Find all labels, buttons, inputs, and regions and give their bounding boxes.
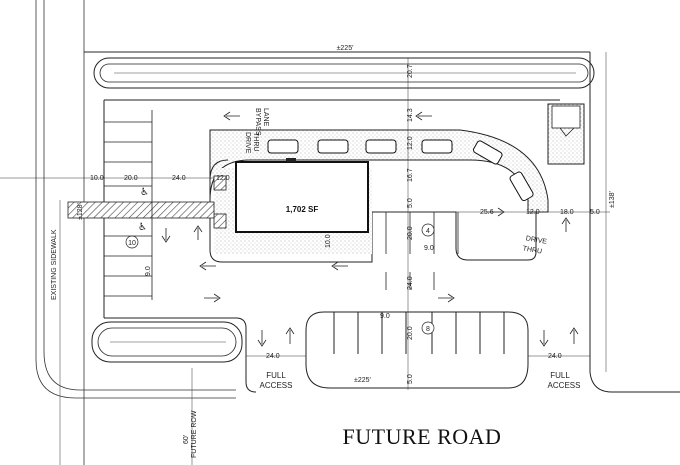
- svg-text:±225': ±225': [337, 45, 354, 52]
- building: 1,702 SF: [213, 158, 372, 254]
- parking-count-markers: 10 4 8: [125, 223, 435, 335]
- lane-labels: BYPASS LANE DRIVE THRU DRIVE THRU: [244, 108, 548, 256]
- svg-text:18.0: 18.0: [560, 209, 574, 216]
- svg-text:24.0: 24.0: [172, 175, 186, 182]
- svg-text:20.0: 20.0: [407, 226, 414, 240]
- svg-text:20.0: 20.0: [124, 175, 138, 182]
- svg-text:5.0: 5.0: [407, 374, 414, 384]
- svg-text:DRIVE: DRIVE: [244, 132, 251, 154]
- svg-text:10.0: 10.0: [325, 234, 332, 248]
- building-area-label: 1,702 SF: [286, 205, 319, 214]
- svg-text:16.7: 16.7: [407, 168, 414, 182]
- crosswalk: [67, 201, 215, 219]
- center-bottom-island: [305, 311, 529, 389]
- svg-text:14.3: 14.3: [407, 108, 414, 122]
- svg-text:THRU: THRU: [522, 245, 542, 255]
- svg-text:±128': ±128': [77, 203, 84, 220]
- dumpster-enclosure: [547, 103, 585, 165]
- svg-text:24.0: 24.0: [407, 276, 414, 290]
- svg-text:25.6: 25.6: [480, 209, 494, 216]
- svg-text:BYPASS: BYPASS: [254, 108, 261, 136]
- svg-text:4: 4: [426, 228, 430, 235]
- svg-text:FULL: FULL: [550, 371, 570, 380]
- access-labels: FULL ACCESS FULL ACCESS: [260, 371, 581, 390]
- svg-text:10: 10: [128, 240, 136, 247]
- svg-text:12.0: 12.0: [216, 175, 230, 182]
- svg-text:ACCESS: ACCESS: [260, 381, 293, 390]
- traffic-arrows: [161, 111, 579, 347]
- left-parking-stalls: [104, 110, 153, 300]
- svg-text:DRIVE: DRIVE: [525, 235, 548, 246]
- middle-parking-stalls: [385, 212, 459, 290]
- svg-text:12.0: 12.0: [407, 136, 414, 150]
- dimension-labels: ±225' 20.7 14.3 12.0 16.7 5.0 20.0 9.0 2…: [77, 45, 616, 384]
- svg-text:♿: ♿: [138, 222, 147, 233]
- svg-text:9.0: 9.0: [145, 266, 152, 276]
- svg-text:±138': ±138': [609, 191, 616, 208]
- svg-text:5.0: 5.0: [407, 198, 414, 208]
- svg-text:9.0: 9.0: [424, 245, 434, 252]
- future-row-label: FUTURE ROW: [191, 410, 198, 458]
- dimension-lines: [0, 51, 610, 465]
- existing-sidewalk: [35, 0, 236, 465]
- svg-text:20.7: 20.7: [407, 64, 414, 78]
- existing-sidewalk-label: EXISTING SIDEWALK: [51, 229, 58, 300]
- svg-text:24.0: 24.0: [548, 353, 562, 360]
- accessible-parking-icons: ♿ ♿: [138, 187, 149, 233]
- road-name: FUTURE ROAD: [343, 424, 502, 449]
- svg-text:♿: ♿: [140, 187, 149, 198]
- svg-text:24.0: 24.0: [266, 353, 280, 360]
- queued-cars: [267, 139, 534, 202]
- svg-text:9.0: 9.0: [380, 313, 390, 320]
- bottom-left-island: [91, 321, 243, 363]
- svg-text:8: 8: [426, 326, 430, 333]
- svg-text:FULL: FULL: [266, 371, 286, 380]
- svg-text:LANE: LANE: [262, 108, 269, 127]
- svg-text:10.0: 10.0: [90, 175, 104, 182]
- svg-text:5.0: 5.0: [590, 209, 600, 216]
- top-landscape-island: [93, 57, 595, 89]
- svg-text:ACCESS: ACCESS: [548, 381, 581, 390]
- future-row-width: 60': [183, 435, 190, 444]
- svg-text:THRU: THRU: [252, 132, 259, 151]
- svg-text:12.0: 12.0: [526, 209, 540, 216]
- svg-text:±225': ±225': [354, 377, 371, 384]
- svg-text:20.0: 20.0: [407, 326, 414, 340]
